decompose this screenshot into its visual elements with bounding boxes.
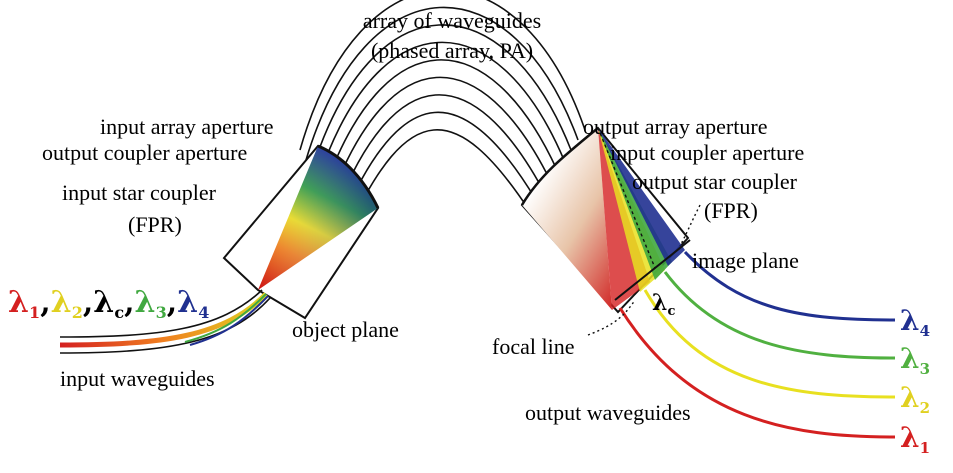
array-title-line1: array of waveguides xyxy=(363,8,541,33)
lambda-1-output: λ1 xyxy=(900,421,930,457)
array-title-line2: (phased array, PA) xyxy=(371,38,533,63)
waveguide-array xyxy=(299,0,586,231)
output-coupler-aperture-label: output coupler aperture xyxy=(42,140,247,165)
lambda-3-in-sub: 3 xyxy=(156,303,167,322)
input-coupler-aperture-label: input coupler aperture xyxy=(610,140,804,165)
output-array-aperture-label: output array aperture xyxy=(583,114,767,139)
lambda-2-output: λ2 xyxy=(900,381,930,417)
input-wavelength-list: λ1,λ2,λc,λ3,λ4 xyxy=(8,285,209,322)
output-waveguides xyxy=(618,250,896,439)
output-wg-3 xyxy=(663,271,896,360)
lambda-1-in: λ xyxy=(8,285,29,320)
input-star-coupler-label: input star coupler xyxy=(62,180,217,205)
output-wg-1 xyxy=(618,307,896,439)
lambda-4-output: λ4 xyxy=(900,304,930,340)
lambda-3-in: λ xyxy=(135,285,156,320)
lambda-1-in-sub: 1 xyxy=(29,303,40,322)
lambda-c-output: λc xyxy=(652,290,675,319)
focal-line-label: focal line xyxy=(492,334,574,359)
fpr-right-pointer xyxy=(679,204,701,247)
input-waveguides-label: input waveguides xyxy=(60,366,215,391)
focal-line-pointer xyxy=(587,299,636,336)
fpr-left-label: (FPR) xyxy=(128,212,182,237)
lambda-3-output: λ3 xyxy=(900,342,930,378)
output-wg-2 xyxy=(643,289,896,399)
lambda-2-in-sub: 2 xyxy=(72,303,83,322)
lambda-c-in-sub: c xyxy=(114,303,124,322)
object-plane-label: object plane xyxy=(292,317,399,342)
input-waveguides xyxy=(59,289,271,354)
output-wg-4 xyxy=(683,250,896,322)
output-waveguides-label: output waveguides xyxy=(525,400,691,425)
input-array-aperture-label: input array aperture xyxy=(100,114,273,139)
lambda-c-in: λ xyxy=(93,285,114,320)
image-plane-label: image plane xyxy=(692,248,799,273)
output-star-coupler xyxy=(520,126,691,314)
output-star-coupler-label: output star coupler xyxy=(632,169,798,194)
lambda-4-in: λ xyxy=(177,285,198,320)
lambda-2-in: λ xyxy=(51,285,72,320)
svg-text:λ1,λ2,λc,λ3,λ4: λ1,λ2,λc,λ3,λ4 xyxy=(8,285,209,322)
fpr-right-label: (FPR) xyxy=(704,198,758,223)
lambda-4-in-sub: 4 xyxy=(198,303,209,322)
input-star-coupler xyxy=(222,144,380,320)
